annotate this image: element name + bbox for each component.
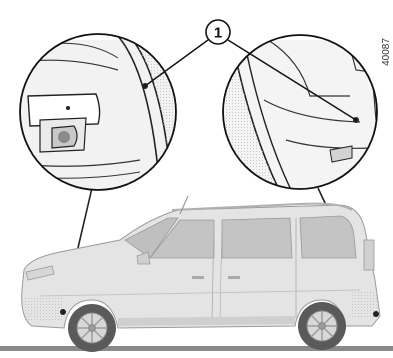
vehicle-front-wheel xyxy=(68,304,116,352)
front-mounting-point-on-vehicle xyxy=(60,309,66,315)
vehicle xyxy=(22,196,380,352)
rear-detail-magnifier xyxy=(222,35,380,200)
vehicle-rear-door-window xyxy=(222,218,292,258)
rear-mounting-point-on-vehicle xyxy=(373,311,379,317)
front-detail-magnifier xyxy=(20,34,200,200)
reference-code: 40087 xyxy=(381,38,392,66)
vehicle-rear-wheel xyxy=(298,302,346,350)
vehicle-quarter-window xyxy=(300,216,356,258)
callout-label: 1 xyxy=(214,25,222,42)
